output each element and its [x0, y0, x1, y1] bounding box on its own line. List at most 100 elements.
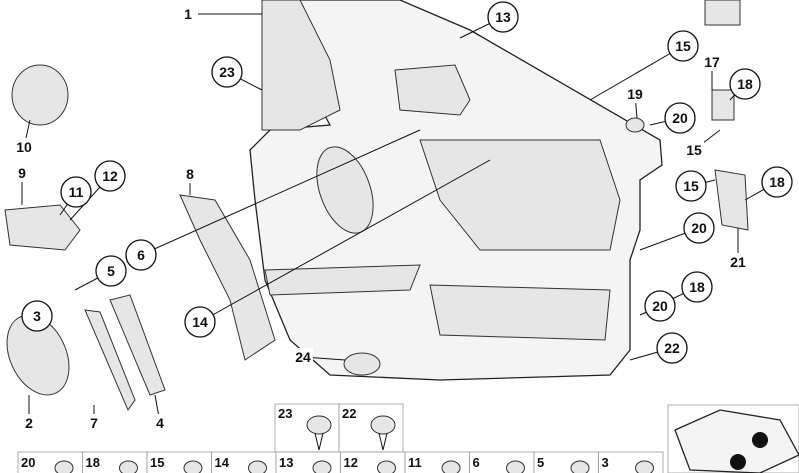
- callout-number: 17: [704, 54, 720, 70]
- fastener-icon: [370, 415, 396, 435]
- callout-bg: [178, 5, 198, 23]
- callout-circle: [487, 1, 519, 33]
- callout-17: 17: [702, 53, 722, 71]
- inner-handle-9: [4, 204, 81, 251]
- grid-cell-number: 23: [278, 406, 292, 421]
- fastener-icon: [506, 460, 525, 473]
- callout-4: 4: [150, 414, 170, 432]
- callout-number: 6: [137, 247, 145, 263]
- callout-number: 22: [664, 340, 680, 356]
- grid-cell-number: 3: [602, 455, 609, 470]
- car-locator-car: [674, 409, 799, 473]
- callout-20: 20: [683, 212, 715, 244]
- callout-15: 15: [675, 170, 707, 202]
- callout-number: 14: [192, 314, 208, 330]
- callout-circle: [60, 176, 92, 208]
- tweeter-10: [11, 64, 69, 126]
- callout-7: 7: [84, 414, 104, 432]
- callout-bg: [12, 164, 32, 182]
- trim-strip-7: [84, 309, 136, 412]
- grid-cell-number: 5: [537, 455, 544, 470]
- callout-bg: [293, 348, 313, 366]
- callout-circle: [184, 306, 216, 338]
- callout-number: 15: [686, 142, 702, 158]
- callout-circle: [675, 170, 707, 202]
- locator-dot: [752, 432, 768, 448]
- callout-bg: [19, 414, 39, 432]
- fastener-icon: [441, 460, 461, 473]
- clip-19: [625, 117, 645, 133]
- fastener-icon: [570, 460, 590, 473]
- callout-circle: [729, 68, 761, 100]
- door-handle-cover: [394, 64, 471, 116]
- callout-number: 18: [769, 174, 785, 190]
- callout-circle: [644, 290, 676, 322]
- grid-cell-number: 13: [279, 455, 293, 470]
- map-pocket: [264, 264, 421, 296]
- callout-15: 15: [667, 30, 699, 62]
- fastener-icon: [377, 460, 396, 473]
- bracket-17: [711, 89, 735, 121]
- callout-9: 9: [12, 164, 32, 182]
- callout-number: 23: [219, 64, 235, 80]
- callout-number: 10: [16, 139, 32, 155]
- callout-10: 10: [14, 138, 34, 156]
- fastener-icon: [306, 415, 332, 435]
- grid-cell-number: 22: [342, 406, 356, 421]
- door-upper-section: [261, 0, 341, 131]
- callout-number: 18: [737, 76, 753, 92]
- callout-circle: [125, 239, 157, 271]
- fastener-icon: [54, 460, 74, 473]
- fastener-stem: [314, 432, 324, 451]
- callout-8: 8: [180, 165, 200, 183]
- grid-cell-number: 14: [215, 455, 230, 470]
- callout-number: 19: [627, 86, 643, 102]
- grid-cell-number: 20: [21, 455, 35, 470]
- callout-21: 21: [728, 253, 748, 271]
- callout-circle: [21, 300, 53, 332]
- callout-circle: [94, 160, 126, 192]
- bracket-8: [179, 194, 276, 361]
- callout-circle: [95, 255, 127, 287]
- callout-number: 20: [691, 220, 707, 236]
- callout-number: 13: [495, 9, 511, 25]
- callout-circle: [681, 271, 713, 303]
- callout-18: 18: [729, 68, 761, 100]
- callout-number: 9: [18, 165, 26, 181]
- callout-number: 3: [33, 308, 41, 324]
- callout-number: 15: [675, 38, 691, 54]
- callout-2: 2: [19, 414, 39, 432]
- callout-number: 4: [156, 415, 164, 431]
- callout-number: 5: [107, 263, 115, 279]
- fastener-icon: [312, 460, 332, 473]
- callout-22: 22: [656, 332, 688, 364]
- callout-3: 3: [21, 300, 53, 332]
- callout-14: 14: [184, 306, 216, 338]
- lower-pocket: [429, 284, 611, 341]
- callout-number: 2: [25, 415, 33, 431]
- callout-18: 18: [761, 166, 793, 198]
- callout-circle: [667, 30, 699, 62]
- callout-circle: [683, 212, 715, 244]
- speaker-cover-3: [6, 314, 70, 396]
- callout-13: 13: [487, 1, 519, 33]
- grid-cell-number: 15: [150, 455, 164, 470]
- callout-bg: [625, 85, 645, 103]
- callout-15: 15: [684, 141, 704, 159]
- callout-number: 18: [689, 279, 705, 295]
- callout-number: 20: [672, 110, 688, 126]
- leader-line: [199, 159, 491, 323]
- callout-20: 20: [664, 102, 696, 134]
- callout-11: 11: [60, 176, 92, 208]
- callout-circle: [656, 332, 688, 364]
- callout-number: 12: [102, 168, 118, 184]
- callout-bg: [14, 138, 34, 156]
- callout-bg: [728, 253, 748, 271]
- grid-cell-number: 6: [473, 455, 480, 470]
- callout-5: 5: [95, 255, 127, 287]
- callout-number: 7: [90, 415, 98, 431]
- locator-dot: [730, 454, 746, 470]
- fastener-icon: [635, 460, 654, 473]
- callout-6: 6: [125, 239, 157, 271]
- callout-number: 1: [184, 6, 192, 22]
